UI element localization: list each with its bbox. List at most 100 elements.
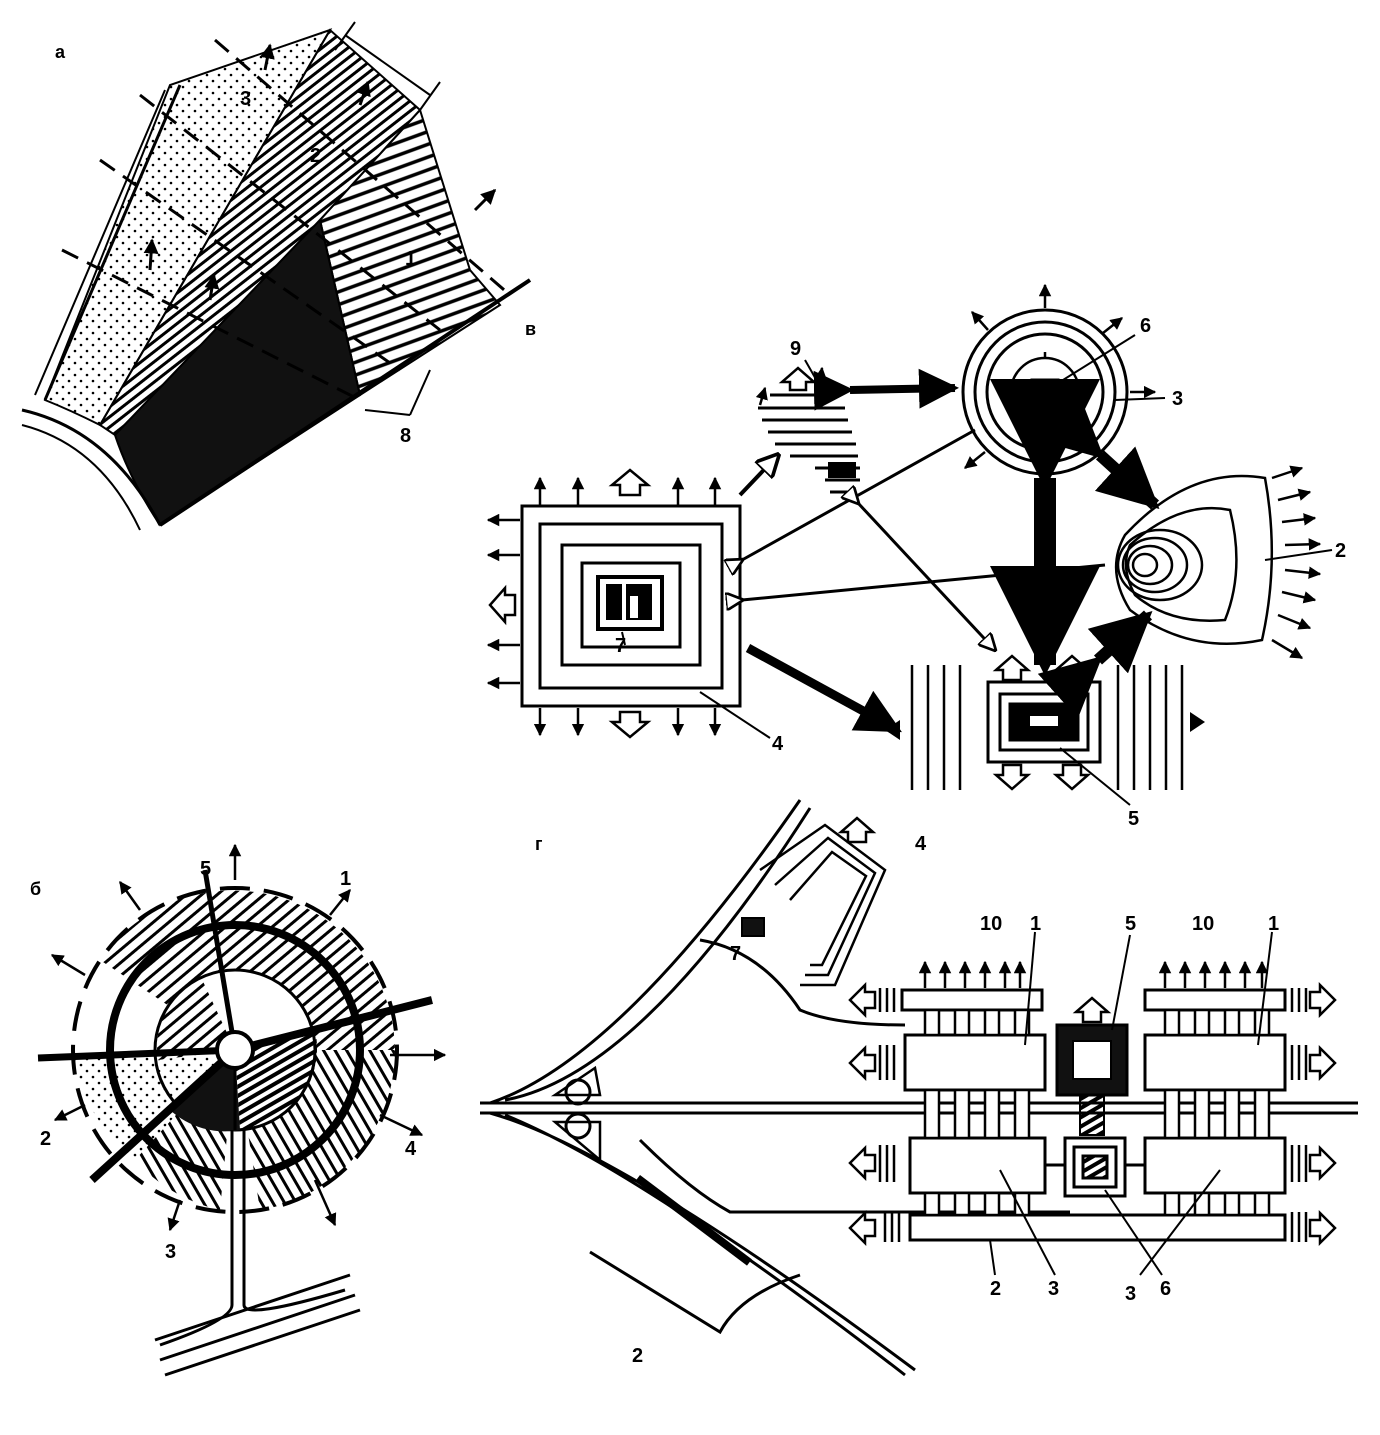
interchange-tri-2 <box>551 1120 602 1163</box>
side-line-groups <box>878 988 1308 1242</box>
block-connectors <box>923 1008 1271 1217</box>
square-city-4 <box>520 504 742 708</box>
panel-a-letter: а <box>55 42 66 62</box>
label-a-3: 3 <box>240 88 251 110</box>
label-b-5: 5 <box>200 858 211 880</box>
ray-a1 <box>139 93 441 332</box>
label-b-1: 1 <box>340 868 351 890</box>
inner-dark-a <box>235 1030 318 1130</box>
outer-dashed-ring <box>71 886 399 1214</box>
label-b-2: 2 <box>40 1128 51 1150</box>
block-2 <box>908 1213 1287 1242</box>
block-10-right <box>1143 988 1287 1012</box>
link-square-rect <box>745 644 902 734</box>
leader-8a <box>364 409 411 416</box>
block-3-right <box>1143 1136 1287 1195</box>
interchange-1 <box>564 1078 592 1106</box>
branch-south-2 <box>589 1250 801 1335</box>
block-3-left <box>908 1136 1047 1195</box>
label-g-10b: 10 <box>1192 913 1214 935</box>
panel-b-letter: б <box>30 879 41 899</box>
link-9-rect <box>858 503 995 650</box>
egg-arrows <box>1271 465 1322 660</box>
link-square-9 <box>738 455 778 497</box>
panel-g-letter: г <box>535 834 543 854</box>
block-6 <box>1063 1136 1127 1198</box>
label-g-6: 6 <box>1160 1278 1171 1300</box>
dim-tick-a1 <box>334 21 356 51</box>
panel-v-letter: в <box>525 319 536 339</box>
branch-north <box>699 938 906 1027</box>
label-g-2b: 2 <box>632 1345 643 1367</box>
leader-3 <box>1114 397 1166 401</box>
dim-tick-a2 <box>419 81 441 111</box>
block-1-right <box>1143 1033 1287 1092</box>
center-node <box>215 1030 255 1070</box>
block-5-arrow <box>1072 996 1112 1024</box>
leader-5 <box>1059 747 1131 806</box>
inner-hatch-top <box>156 975 235 1060</box>
square-arrows <box>486 476 722 737</box>
dim-line-a <box>344 34 431 96</box>
label-g-1a: 1 <box>1030 913 1041 935</box>
arrow-a5 <box>204 273 220 301</box>
base-arc <box>21 408 162 526</box>
leader-6 <box>1054 334 1136 386</box>
highway-se <box>489 1111 916 1377</box>
rect-5-arrow-bottom-b <box>1052 763 1092 791</box>
zone-1-hatched <box>318 108 502 397</box>
block-1-left <box>903 1033 1047 1092</box>
label-g-3b: 3 <box>1125 1283 1136 1305</box>
rail-strip <box>635 1175 752 1266</box>
label-v-7: 7 <box>615 635 626 657</box>
side-arrows-right <box>1308 981 1337 1247</box>
label-b-3: 3 <box>165 1241 176 1263</box>
rect-5-arrow-top-a <box>992 654 1032 682</box>
arrow-a1 <box>259 43 275 71</box>
block-10-left <box>900 988 1044 1012</box>
link-9-circle <box>813 368 959 411</box>
edge-line-a <box>43 84 182 401</box>
zone-4-g <box>759 823 887 987</box>
label-a-8: 8 <box>400 425 411 447</box>
zone-9-arrow <box>778 366 818 392</box>
core-7-g <box>741 917 765 937</box>
link-circle-egg <box>1039 396 1160 510</box>
arrow-a4 <box>143 238 159 271</box>
leader-2 <box>1264 549 1333 561</box>
label-g-2a: 2 <box>990 1278 1001 1300</box>
side-arrows-left <box>848 981 877 1247</box>
highway-ne <box>489 799 812 1105</box>
interchange-tri-1 <box>550 1065 602 1097</box>
mid-ring <box>106 921 364 1179</box>
label-a-1: 1 <box>405 248 416 270</box>
label-g-4: 4 <box>915 833 927 855</box>
panel-g: г 4 7 <box>480 799 1358 1377</box>
label-v-5: 5 <box>1128 808 1139 830</box>
core-7 <box>596 575 664 631</box>
zone-4-arrow <box>837 816 877 844</box>
spoke-1 <box>202 869 238 1051</box>
egg-city-2 <box>1114 474 1274 645</box>
block-10-arrows <box>918 960 1269 988</box>
interchange-2 <box>564 1112 592 1140</box>
spoke-4 <box>89 1047 238 1183</box>
rect-city-5 <box>986 680 1102 764</box>
edge-line-b <box>34 89 166 396</box>
label-g-5: 5 <box>1125 913 1136 935</box>
panel-v: в <box>486 283 1346 830</box>
panel-a: а 3 2 1 8 <box>21 21 532 531</box>
link-square-circle <box>742 428 976 560</box>
spoke-3 <box>234 996 433 1054</box>
base-arc-inner <box>21 424 141 531</box>
label-v-6: 6 <box>1140 315 1151 337</box>
ray-a4 <box>214 38 511 297</box>
square-big-arrow-top <box>608 468 652 497</box>
circle-arrows <box>964 283 1157 469</box>
stem-base-road <box>154 1273 361 1377</box>
rect-5-arrow-bottom-a <box>992 763 1032 791</box>
arrow-a2 <box>356 80 371 106</box>
inner-dark-b <box>170 1050 240 1132</box>
square-big-arrow-bottom <box>608 710 652 739</box>
